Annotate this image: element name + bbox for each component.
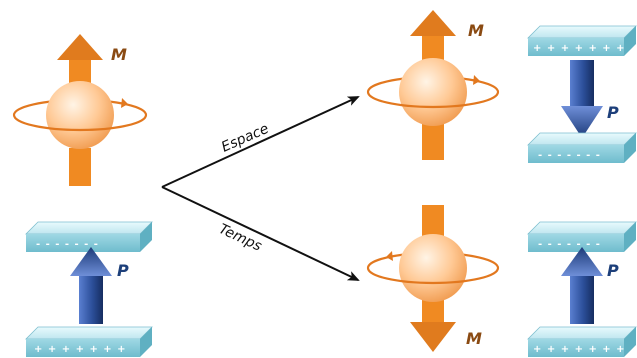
- spin-arrow-shaft: [422, 32, 444, 67]
- spin-sphere: [46, 81, 114, 149]
- orbit-front: [12, 114, 148, 132]
- polar-arrow-shaft: [79, 272, 103, 324]
- spin-arrow-tail: [422, 122, 444, 160]
- plate-front-face: [528, 145, 624, 163]
- plate-top-face: [25, 326, 153, 340]
- orbit-arrowhead: [121, 98, 128, 108]
- transform-arrows: Espace Temps: [161, 96, 360, 281]
- plate-top-face: [527, 221, 637, 235]
- plate-front-face: [528, 38, 624, 56]
- plate-top-face: [527, 25, 637, 39]
- plate-side-face: [140, 222, 152, 252]
- plate-charge-positive: + + + + + + +: [533, 344, 626, 355]
- plate-charge-negative: - - - - - - -: [36, 239, 99, 250]
- plate-front-face: [528, 339, 624, 357]
- plate-front-face: [528, 234, 624, 252]
- spin-arrow-head: [410, 10, 456, 36]
- polar-arrow-shaft: [570, 272, 594, 324]
- plate-side-face: [624, 327, 636, 357]
- plate-top-face: [527, 326, 637, 340]
- plate-front-face: [26, 339, 140, 357]
- label-m: M: [468, 21, 484, 40]
- plate-side-face: [624, 26, 636, 56]
- plate-top-face: [25, 221, 153, 235]
- plate-side-face: [140, 327, 152, 357]
- spin-sphere: [399, 234, 467, 302]
- label-time: Temps: [216, 221, 264, 255]
- spin-arrow-shaft: [422, 295, 444, 325]
- label-p: P: [607, 261, 619, 280]
- spin-arrow-shaft: [69, 55, 91, 90]
- plate-charge-positive: + + + + + + +: [34, 344, 127, 355]
- label-m: M: [466, 329, 482, 348]
- orbit-front: [366, 267, 500, 285]
- plate-side-face: [624, 133, 636, 163]
- label-m: M: [111, 45, 127, 64]
- plate-top-face: [527, 132, 637, 146]
- spin-group-top-left: M: [12, 34, 148, 186]
- polar-arrow-head: [561, 106, 603, 138]
- polar-group-bottom-left: - - - - - - - + + + + + + + P: [25, 221, 153, 357]
- plate-charge-negative: - - - - - - -: [538, 239, 601, 250]
- spin-group-bottom-right: M: [366, 205, 500, 352]
- polar-group-top-right: + + + + + + + - - - - - - - P: [527, 25, 637, 163]
- polar-arrow-shaft: [570, 60, 594, 110]
- orbit-arrowhead: [473, 75, 480, 85]
- polar-arrow-head: [70, 247, 112, 276]
- label-space: Espace: [219, 121, 271, 156]
- plate-side-face: [624, 222, 636, 252]
- plate-front-face: [26, 234, 140, 252]
- polar-group-bottom-right: - - - - - - - + + + + + + + P: [527, 221, 637, 357]
- spin-arrow-head: [410, 322, 456, 352]
- spin-arrow-tail: [422, 205, 444, 243]
- spin-arrow-head: [57, 34, 103, 60]
- spin-group-top-right: M: [366, 10, 500, 160]
- plate-charge-negative: - - - - - - -: [538, 150, 601, 161]
- time-arrow: [161, 186, 360, 281]
- spin-sphere: [399, 58, 467, 126]
- polar-arrow-head: [561, 247, 603, 276]
- plate-charge-positive: + + + + + + +: [533, 43, 626, 54]
- spin-arrow-tail: [69, 148, 91, 186]
- label-p: P: [607, 103, 619, 122]
- orbit-front: [366, 91, 500, 109]
- label-p: P: [117, 261, 129, 280]
- orbit-arrowhead: [386, 251, 393, 261]
- space-arrow: [161, 96, 360, 188]
